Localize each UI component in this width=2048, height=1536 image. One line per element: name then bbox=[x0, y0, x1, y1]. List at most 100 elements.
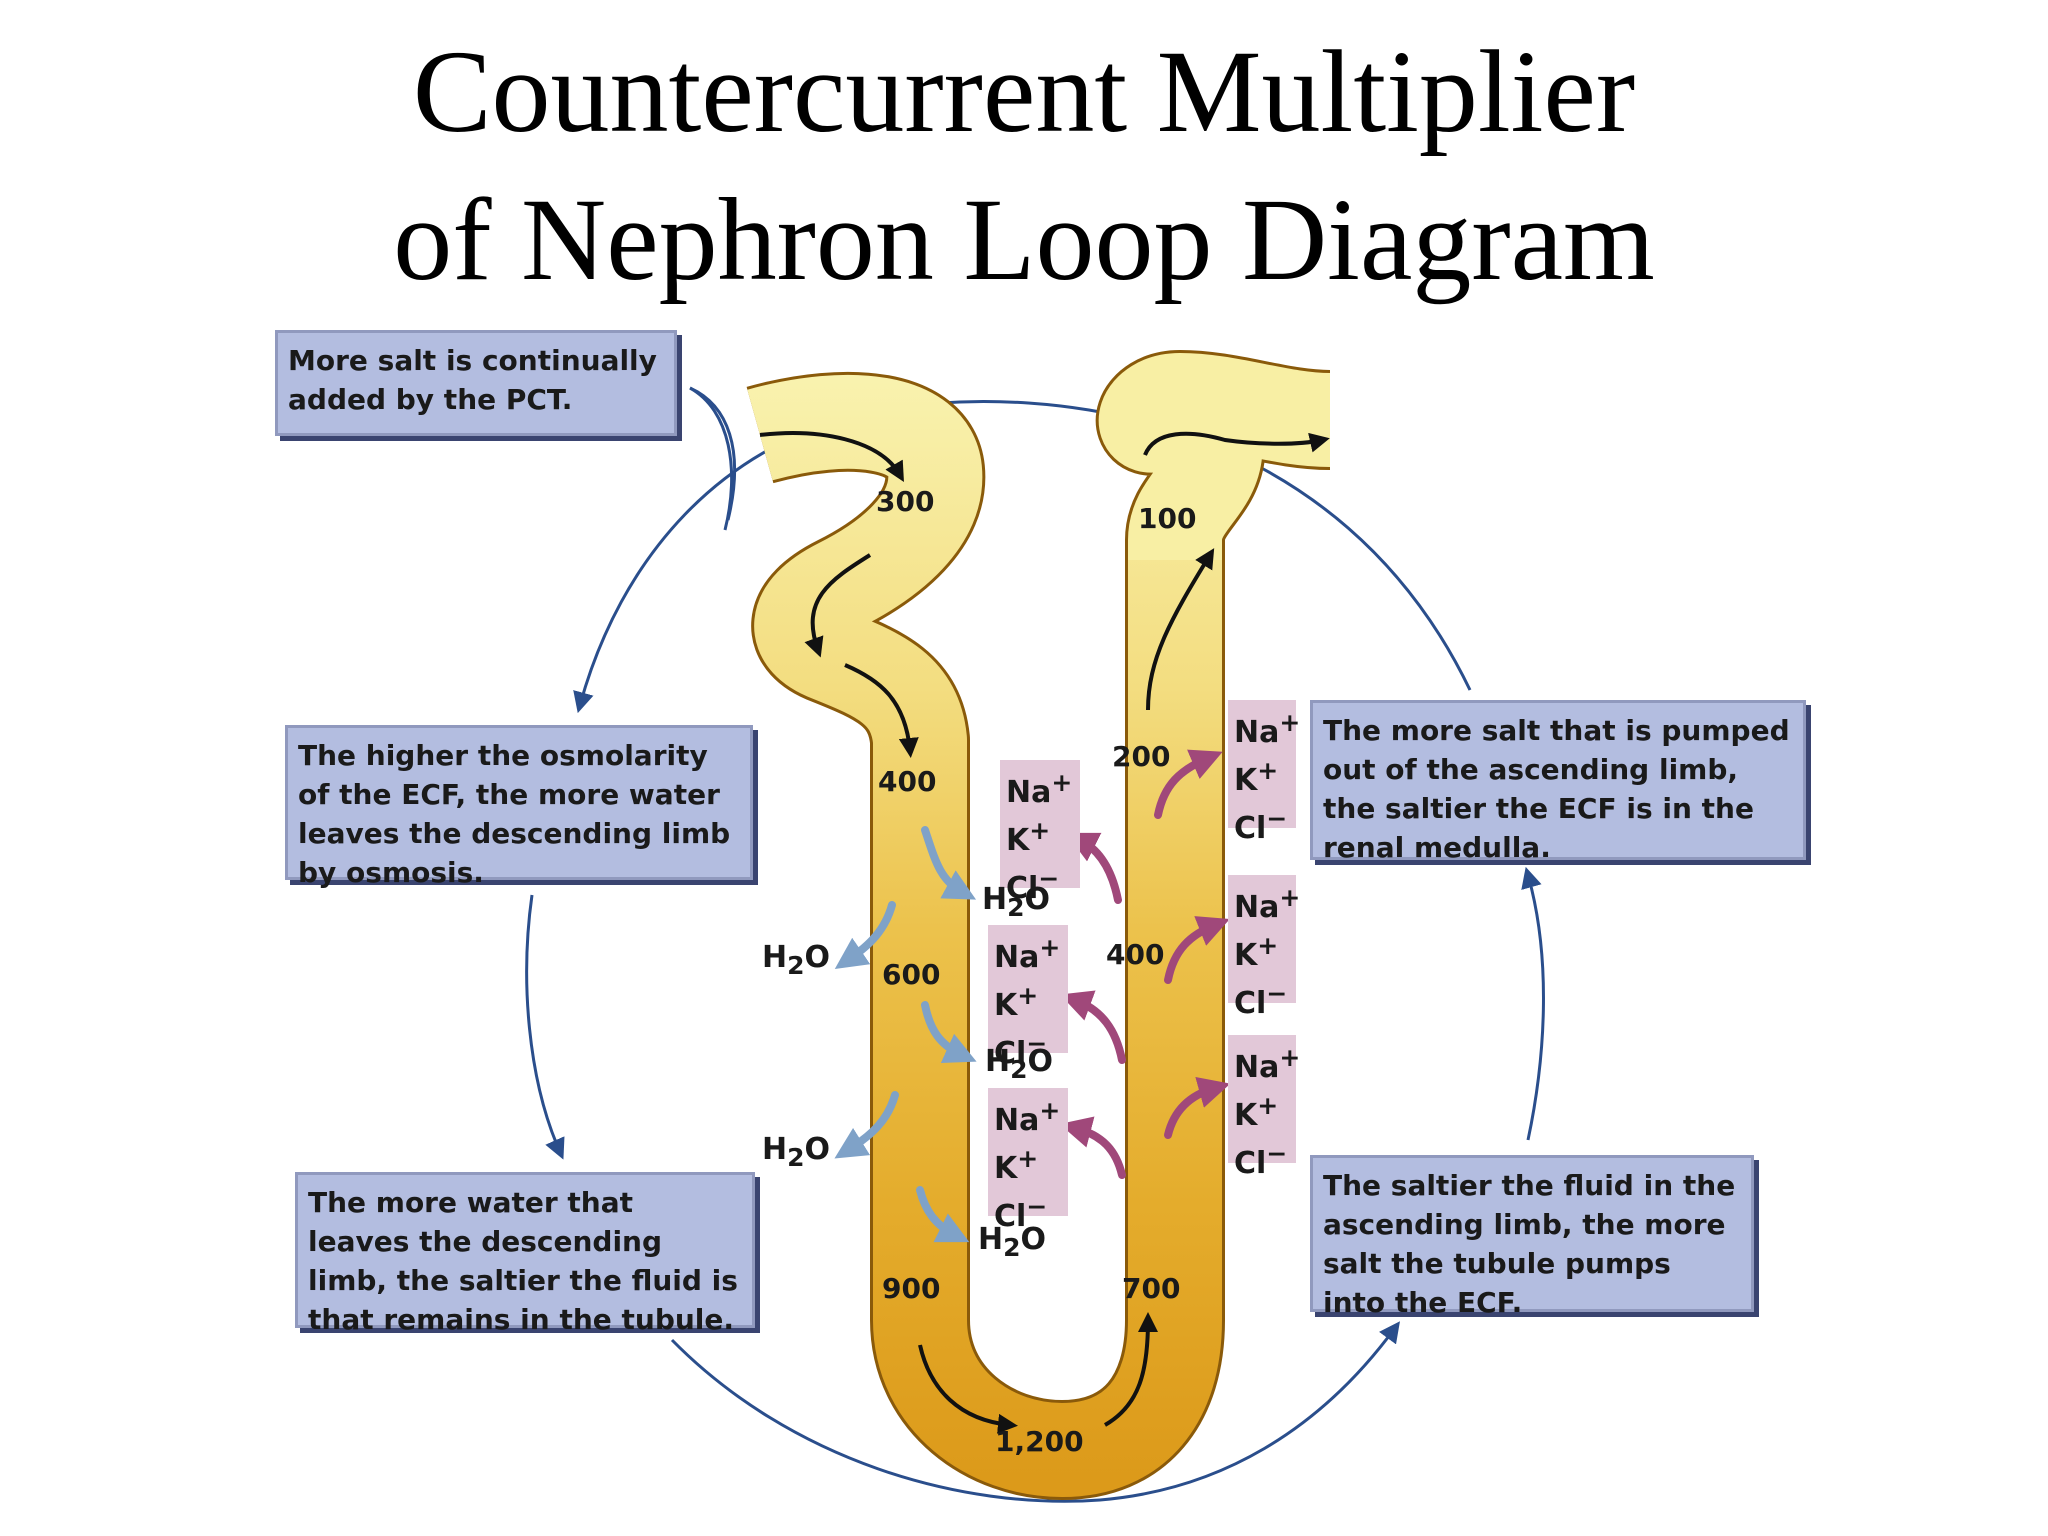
ion-cl: Cl bbox=[1234, 1146, 1267, 1181]
ion-charge: − bbox=[1266, 1139, 1288, 1168]
water-arrow-right-2 bbox=[921, 1001, 977, 1063]
caption-osmolarity: The higher the osmolarity of the ECF, th… bbox=[285, 725, 753, 889]
flow-arrow-6 bbox=[1146, 548, 1215, 711]
ion-arrow-left-1 bbox=[1065, 832, 1122, 904]
water-label-left-1: H2O bbox=[762, 940, 830, 980]
water-subscript: 2 bbox=[787, 951, 805, 980]
ion-charge: + bbox=[1257, 931, 1279, 960]
ion-charge: + bbox=[1017, 981, 1039, 1010]
water-arrow-right-1 bbox=[921, 826, 977, 900]
cycle-arrow-top bbox=[573, 400, 1472, 714]
nephron-tubule bbox=[746, 350, 1332, 1500]
water-h: H bbox=[762, 1132, 788, 1167]
ion-cl: Cl bbox=[1006, 871, 1039, 906]
ion-charge: + bbox=[1039, 1096, 1061, 1125]
caption-saltier-fluid: The saltier the fluid in the ascending l… bbox=[1310, 1155, 1754, 1319]
caption-salt-pumped: The more salt that is pumped out of the … bbox=[1310, 700, 1806, 864]
ion-charge: − bbox=[1026, 1192, 1048, 1221]
ion-charge: + bbox=[1017, 1144, 1039, 1173]
ion-charge: + bbox=[1029, 816, 1051, 845]
osmolarity-300: 300 bbox=[876, 485, 935, 518]
ion-na: Na bbox=[994, 1103, 1040, 1138]
water-o: O bbox=[1027, 1044, 1054, 1079]
title-line-2: of Nephron Loop Diagram bbox=[393, 174, 1655, 305]
ion-arrow-right-3 bbox=[1164, 1076, 1231, 1139]
ion-cl: Cl bbox=[994, 1036, 1027, 1071]
ion-box-ascending-3: Na+ K+ Cl− bbox=[1228, 1035, 1300, 1181]
pct-pointer-line bbox=[689, 386, 736, 521]
ion-arrow-right-1 bbox=[1154, 749, 1223, 819]
flow-arrow-1 bbox=[759, 431, 904, 482]
ion-charge: − bbox=[1266, 804, 1288, 833]
ion-arrow-left-3 bbox=[1059, 1116, 1126, 1179]
ion-na: Na bbox=[1234, 1050, 1280, 1085]
cycle-arrow-bottom bbox=[670, 1321, 1400, 1503]
flow-arrow-5 bbox=[1104, 1312, 1158, 1427]
ion-charge: + bbox=[1279, 1043, 1301, 1072]
ion-k: K bbox=[1234, 763, 1258, 798]
osmolarity-1200: 1,200 bbox=[995, 1425, 1084, 1458]
water-subscript: 2 bbox=[1003, 1233, 1021, 1262]
water-o: O bbox=[1024, 882, 1051, 917]
water-arrow-left-2 bbox=[834, 1091, 899, 1159]
ion-k: K bbox=[1234, 1098, 1258, 1133]
flow-arrow-2 bbox=[804, 553, 872, 658]
flow-arrow-3 bbox=[844, 663, 919, 758]
ion-cl: Cl bbox=[1234, 811, 1267, 846]
ion-arrow-right-2 bbox=[1164, 916, 1230, 984]
ion-charge: + bbox=[1279, 708, 1301, 737]
water-subscript: 2 bbox=[787, 1143, 805, 1172]
ion-cl: Cl bbox=[1234, 986, 1267, 1021]
ion-charge: + bbox=[1039, 933, 1061, 962]
cycle-arrow-right bbox=[1521, 866, 1545, 1141]
water-h: H bbox=[985, 1044, 1011, 1079]
water-arrow-right-3 bbox=[916, 1186, 970, 1243]
caption-water-leaves: The more water that leaves the descendin… bbox=[295, 1172, 755, 1336]
ion-k: K bbox=[1234, 938, 1258, 973]
flow-arrows bbox=[759, 431, 1330, 1434]
cycle-arrow-left bbox=[525, 894, 565, 1160]
osmolarity-400-ascending: 400 bbox=[1106, 938, 1165, 971]
water-subscript: 2 bbox=[1007, 893, 1025, 922]
ion-cl: Cl bbox=[994, 1199, 1027, 1234]
osmolarity-700: 700 bbox=[1122, 1272, 1181, 1305]
osmolarity-900: 900 bbox=[882, 1272, 941, 1305]
water-label-right-2: H2O bbox=[985, 1044, 1053, 1084]
ion-na: Na bbox=[1234, 715, 1280, 750]
caption-pct: More salt is continually added by the PC… bbox=[275, 330, 677, 436]
water-arrow-left-1 bbox=[834, 901, 896, 970]
ion-na: Na bbox=[1234, 890, 1280, 925]
osmolarity-200: 200 bbox=[1112, 740, 1171, 773]
ion-charge: − bbox=[1266, 979, 1288, 1008]
ion-box-descending-3: Na+ K+ Cl− bbox=[988, 1088, 1068, 1234]
water-subscript: 2 bbox=[1010, 1055, 1028, 1084]
water-o: O bbox=[1020, 1222, 1047, 1257]
osmolarity-400-descending: 400 bbox=[878, 765, 937, 798]
osmolarity-100: 100 bbox=[1138, 502, 1197, 535]
water-label-right-3: H2O bbox=[978, 1222, 1046, 1262]
water-h: H bbox=[762, 940, 788, 975]
ion-charge: + bbox=[1051, 768, 1073, 797]
flow-arrow-7 bbox=[1143, 431, 1330, 456]
ion-arrow-left-2 bbox=[1059, 990, 1126, 1064]
ion-charge: + bbox=[1279, 883, 1301, 912]
water-label-right-1: H2O bbox=[982, 882, 1050, 922]
water-arrows bbox=[834, 826, 977, 1243]
ion-box-descending-2: Na+ K+ Cl− bbox=[988, 925, 1068, 1071]
page-title: Countercurrent Multiplier of Nephron Loo… bbox=[0, 18, 2048, 314]
ion-box-descending-1: Na+ K+ Cl− bbox=[1000, 760, 1080, 906]
osmolarity-600: 600 bbox=[882, 958, 941, 991]
ion-arrows bbox=[1059, 749, 1231, 1179]
ion-k: K bbox=[994, 988, 1018, 1023]
ion-box-ascending-2: Na+ K+ Cl− bbox=[1228, 875, 1300, 1021]
ion-k: K bbox=[994, 1151, 1018, 1186]
water-label-left-2: H2O bbox=[762, 1132, 830, 1172]
ion-charge: + bbox=[1257, 756, 1279, 785]
ion-charge: + bbox=[1257, 1091, 1279, 1120]
ion-na: Na bbox=[994, 940, 1040, 975]
ion-charge: − bbox=[1026, 1029, 1048, 1058]
title-line-1: Countercurrent Multiplier bbox=[412, 26, 1636, 157]
water-o: O bbox=[804, 940, 831, 975]
ion-charge: − bbox=[1038, 864, 1060, 893]
